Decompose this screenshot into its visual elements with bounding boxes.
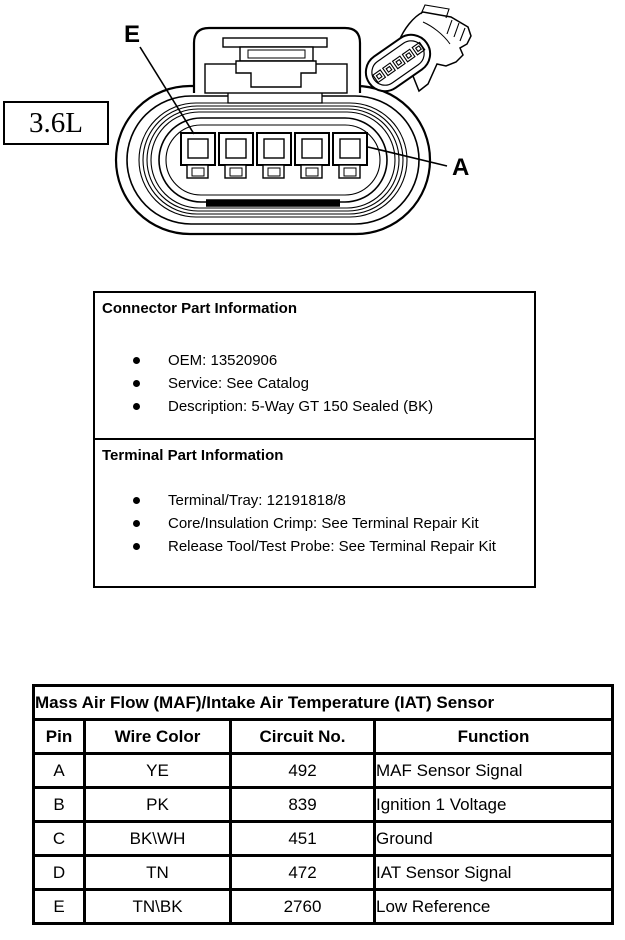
wire-cell: BK\WH <box>83 820 232 857</box>
wire-cell: TN\BK <box>83 888 232 925</box>
list-item: Core/Insulation Crimp: See Terminal Repa… <box>102 512 526 535</box>
engine-size-badge: 3.6L <box>3 101 109 145</box>
pin-cell: D <box>32 854 86 891</box>
terminal-d <box>218 132 254 179</box>
pin-cell: B <box>32 786 86 823</box>
list-item: Release Tool/Test Probe: See Terminal Re… <box>102 535 526 558</box>
terminal-e <box>180 132 216 179</box>
function-cell: MAF Sensor Signal <box>372 752 615 789</box>
pinout-table: Mass Air Flow (MAF)/Intake Air Temperatu… <box>31 684 615 925</box>
column-header-function: Function <box>372 718 615 755</box>
circuit-cell: 839 <box>229 786 376 823</box>
wire-cell: TN <box>83 854 232 891</box>
circuit-cell: 472 <box>229 854 376 891</box>
list-item: Terminal/Tray: 12191818/8 <box>102 489 526 512</box>
terminal-part-information-list: Terminal/Tray: 12191818/8 Core/Insulatio… <box>102 489 526 558</box>
list-item: Service: See Catalog <box>102 372 526 395</box>
leader-line-e <box>139 46 195 135</box>
connector-diagram: E A <box>114 4 472 236</box>
wire-cell: YE <box>83 752 232 789</box>
list-item: Description: 5-Way GT 150 Sealed (BK) <box>102 395 526 418</box>
terminal-part-information-title: Terminal Part Information <box>102 447 284 464</box>
seal-ring-outlines <box>138 102 408 218</box>
function-cell: Low Reference <box>372 888 615 925</box>
part-information-box: Connector Part Information OEM: 13520906… <box>93 291 536 588</box>
table-row: D TN 472 IAT Sensor Signal <box>32 854 615 891</box>
pin-cell: C <box>32 820 86 857</box>
circuit-cell: 492 <box>229 752 376 789</box>
connector-part-information-list: OEM: 13520906 Service: See Catalog Descr… <box>102 349 526 418</box>
column-header-pin: Pin <box>32 718 86 755</box>
connector-face-view <box>114 4 472 236</box>
function-cell: Ground <box>372 820 615 857</box>
pin-label-a: A <box>452 154 469 181</box>
connector-3d-view <box>364 4 472 93</box>
wire-cell: PK <box>83 786 232 823</box>
circuit-cell: 451 <box>229 820 376 857</box>
column-header-circuit: Circuit No. <box>229 718 376 755</box>
terminal-a <box>332 132 368 179</box>
engine-size-label: 3.6L <box>29 106 83 139</box>
pin-cell: A <box>32 752 86 789</box>
table-header-row: Pin Wire Color Circuit No. Function <box>32 718 615 755</box>
connector-part-information-title: Connector Part Information <box>102 300 298 317</box>
function-cell: Ignition 1 Voltage <box>372 786 615 823</box>
column-header-wire: Wire Color <box>83 718 232 755</box>
table-row: C BK\WH 451 Ground <box>32 820 615 857</box>
table-title: Mass Air Flow (MAF)/Intake Air Temperatu… <box>31 684 615 721</box>
latch-tower <box>192 26 362 104</box>
leader-line-a <box>367 146 448 167</box>
function-cell: IAT Sensor Signal <box>372 854 615 891</box>
terminal-b <box>294 132 330 179</box>
table-row: A YE 492 MAF Sensor Signal <box>32 752 615 789</box>
terminal-c <box>256 132 292 179</box>
terminal-part-information-section: Terminal Part Information Terminal/Tray:… <box>95 440 534 586</box>
pin-label-e: E <box>124 21 140 48</box>
pin-cell: E <box>32 888 86 925</box>
list-item: OEM: 13520906 <box>102 349 526 372</box>
connector-part-information-section: Connector Part Information OEM: 13520906… <box>95 293 534 440</box>
table-row: E TN\BK 2760 Low Reference <box>32 888 615 925</box>
table-title-row: Mass Air Flow (MAF)/Intake Air Temperatu… <box>31 684 615 721</box>
table-row: B PK 839 Ignition 1 Voltage <box>32 786 615 823</box>
terminal-row <box>180 132 368 179</box>
circuit-cell: 2760 <box>229 888 376 925</box>
